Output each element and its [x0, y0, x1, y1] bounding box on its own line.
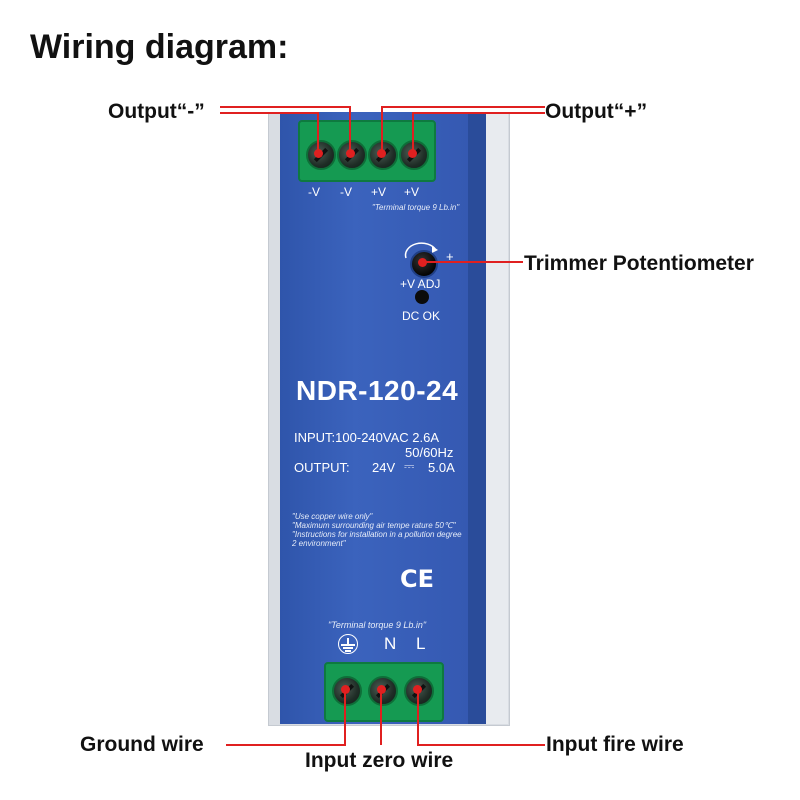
- bottom-torque-note: "Terminal torque 9 Lb.in": [328, 620, 427, 630]
- terminal-label-pos-1: +V: [371, 185, 387, 199]
- wire-ground: [226, 690, 346, 746]
- terminal-label-neg-1: -V: [308, 185, 320, 199]
- dc-symbol-icon: ⎓: [404, 458, 415, 473]
- note-line-1: "Use copper wire only": [292, 512, 373, 521]
- frequency-spec: 50/60Hz: [405, 445, 454, 460]
- power-supply-front: [280, 112, 468, 724]
- callout-output-positive: Output“+”: [545, 100, 648, 123]
- wire-output-neg-1: [220, 112, 319, 153]
- note-line-3: "Instructions for installation in a poll…: [292, 530, 462, 539]
- callout-input-fire-wire: Input fire wire: [546, 733, 684, 756]
- adj-plus-sign: +: [446, 249, 454, 264]
- power-supply-edge: [468, 112, 486, 724]
- pin-neutral: [377, 685, 386, 694]
- dc-ok-led: [415, 290, 429, 304]
- pin-neg-1: [314, 149, 323, 158]
- ground-symbol-icon: [338, 634, 358, 654]
- output-current: 5.0A: [428, 460, 455, 475]
- pin-ground: [341, 685, 350, 694]
- line-label: L: [416, 634, 426, 653]
- wire-input-fire: [417, 690, 545, 746]
- ce-mark-icon: CE: [400, 565, 435, 593]
- terminal-screw-icon: [306, 140, 336, 170]
- callout-output-negative: Output“-”: [108, 100, 205, 123]
- note-line-4: 2 environment": [292, 539, 346, 548]
- adj-label: +V ADJ: [400, 277, 441, 291]
- callout-trimmer-potentiometer: Trimmer Potentiometer: [524, 252, 754, 275]
- wire-output-pos-2: [412, 112, 545, 153]
- output-label: OUTPUT:: [294, 460, 350, 475]
- rotate-arrow-icon: [404, 242, 438, 259]
- neutral-label: N: [384, 634, 397, 653]
- input-spec: INPUT:100-240VAC 2.6A: [294, 430, 439, 445]
- terminal-label-pos-2: +V: [404, 185, 420, 199]
- wire-output-pos-1: [381, 106, 545, 153]
- pin-trimmer: [418, 258, 427, 267]
- pin-line: [413, 685, 422, 694]
- model-number: NDR-120-24: [296, 375, 459, 406]
- pin-neg-2: [346, 149, 355, 158]
- output-voltage: 24V: [372, 460, 396, 475]
- note-line-2: "Maximum surrounding air tempe rature 50…: [292, 521, 456, 530]
- pin-pos-2: [408, 149, 417, 158]
- wire-output-neg-2: [220, 106, 351, 153]
- diagram-title: Wiring diagram:: [30, 28, 289, 66]
- terminal-label-neg-2: -V: [340, 185, 352, 199]
- pin-pos-1: [377, 149, 386, 158]
- top-torque-note: "Terminal torque 9 Lb.in": [372, 203, 460, 212]
- callout-input-zero-wire: Input zero wire: [305, 749, 454, 772]
- callout-ground-wire: Ground wire: [80, 733, 204, 756]
- led-label: DC OK: [402, 309, 441, 323]
